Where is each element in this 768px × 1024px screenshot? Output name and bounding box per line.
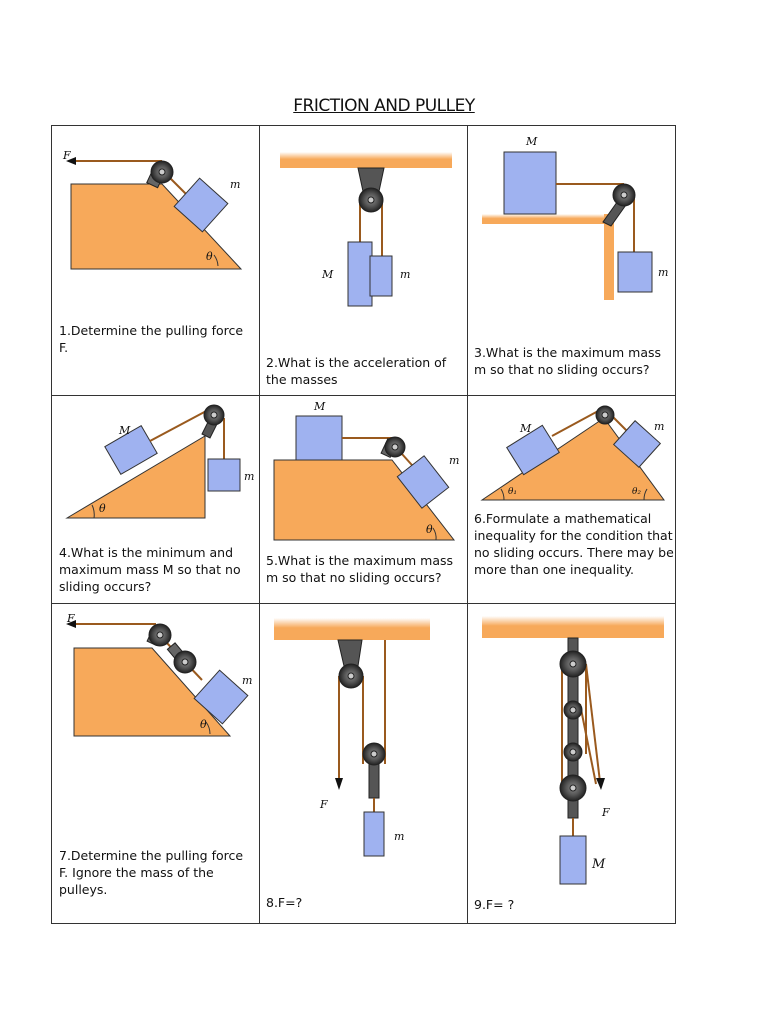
label-F: F xyxy=(319,798,328,811)
block-m xyxy=(612,420,662,468)
problem-1-cell: F m θ 1.Determine the pulling force F. xyxy=(51,125,260,396)
label-m: m xyxy=(654,420,664,433)
wedge xyxy=(65,435,206,519)
label-M: M xyxy=(118,424,131,437)
table-leg xyxy=(604,214,614,300)
problem-9-diagram: F M xyxy=(482,616,664,885)
label-m: m xyxy=(658,266,668,279)
label-theta: θ xyxy=(426,523,433,536)
problem-7-caption: 7.Determine the pulling force F. Ignore … xyxy=(59,848,244,897)
problem-1-diagram: F m θ xyxy=(62,149,243,270)
rope xyxy=(149,408,211,442)
problem-6-cell: M m θ₁ θ₂ 6.Formulate a mathematical ine… xyxy=(467,395,676,604)
block-M xyxy=(104,424,158,476)
block-M xyxy=(503,151,557,215)
problem-2-diagram: M m xyxy=(280,152,452,307)
label-m: m xyxy=(449,454,459,467)
block-m xyxy=(363,811,385,857)
force-arrow xyxy=(596,778,605,790)
block-M xyxy=(295,415,343,461)
wedge xyxy=(70,183,243,270)
table-top xyxy=(482,214,614,224)
problem-5-caption: 5.What is the maximum mass m so that no … xyxy=(266,553,454,585)
problem-7-cell: F m θ 7.Determine the pulling force F. I… xyxy=(51,603,260,924)
problem-8-caption: 8.F=? xyxy=(266,895,303,910)
problem-6-caption: 6.Formulate a mathematical inequality fo… xyxy=(474,511,674,577)
problem-4-caption: 4.What is the minimum and maximum mass M… xyxy=(59,545,241,594)
problem-8-cell: F m 8.F=? xyxy=(259,603,468,924)
label-M: M xyxy=(519,422,532,435)
problem-grid: F m θ 1.Determine the pulling force F. M… xyxy=(51,125,676,924)
label-m: m xyxy=(394,830,404,843)
pulley-hanger xyxy=(368,763,380,799)
rope xyxy=(579,703,597,785)
label-M: M xyxy=(321,268,334,281)
block-M xyxy=(559,835,587,885)
problem-2-cell: M m 2.What is the acceleration of the ma… xyxy=(259,125,468,396)
problem-3-diagram: M m xyxy=(482,135,668,300)
label-theta1: θ₁ xyxy=(508,487,517,497)
label-M: M xyxy=(313,400,326,413)
label-m: m xyxy=(242,674,252,687)
block-m xyxy=(173,177,229,233)
label-M: M xyxy=(525,135,538,148)
block-m xyxy=(396,455,450,509)
force-arrow xyxy=(66,157,76,165)
label-F: F xyxy=(62,149,71,162)
label-m: m xyxy=(244,470,254,483)
page-title: FRICTION AND PULLEY xyxy=(293,96,475,116)
block-m xyxy=(617,251,653,293)
label-M: M xyxy=(591,857,606,872)
pulley-mount xyxy=(337,639,363,667)
label-m: m xyxy=(400,268,410,281)
ceiling xyxy=(274,618,430,640)
block-m xyxy=(369,255,393,297)
label-theta: θ xyxy=(206,250,213,263)
ceiling xyxy=(280,152,452,168)
problem-5-cell: M m θ 5.What is the maximum mass m so th… xyxy=(259,395,468,604)
label-theta: θ xyxy=(99,502,106,515)
block-m xyxy=(207,458,241,492)
block-M xyxy=(347,241,373,307)
wedge xyxy=(273,459,456,541)
label-theta2: θ₂ xyxy=(632,487,641,497)
label-F: F xyxy=(601,806,610,819)
label-F: F xyxy=(66,612,75,625)
problem-4-cell: M m θ 4.What is the minimum and maximum … xyxy=(51,395,260,604)
block-m xyxy=(193,669,249,725)
rope xyxy=(551,409,601,437)
rope xyxy=(585,663,601,783)
ceiling xyxy=(482,616,664,638)
force-arrow xyxy=(66,620,76,628)
problem-5-diagram: M m θ xyxy=(273,400,459,541)
problem-1-caption: 1.Determine the pulling force F. xyxy=(59,323,244,355)
wedge xyxy=(73,647,232,737)
problem-4-diagram: M m θ xyxy=(65,404,254,519)
problem-2-caption: 2.What is the acceleration of the masses xyxy=(266,355,447,387)
block-M xyxy=(506,424,560,476)
problem-7-diagram: F m θ xyxy=(66,612,252,737)
label-theta: θ xyxy=(200,718,207,731)
force-arrow xyxy=(335,778,343,790)
problem-8-diagram: F m xyxy=(274,618,430,857)
label-m: m xyxy=(230,178,240,191)
problem-9-cell: F M 9.F= ? xyxy=(467,603,676,924)
problem-6-diagram: M m θ₁ θ₂ xyxy=(480,405,665,501)
problem-3-cell: M m 3.What is the maximum mass m so that… xyxy=(467,125,676,396)
problem-9-caption: 9.F= ? xyxy=(474,897,515,912)
problem-3-caption: 3.What is the maximum mass m so that no … xyxy=(474,345,662,377)
